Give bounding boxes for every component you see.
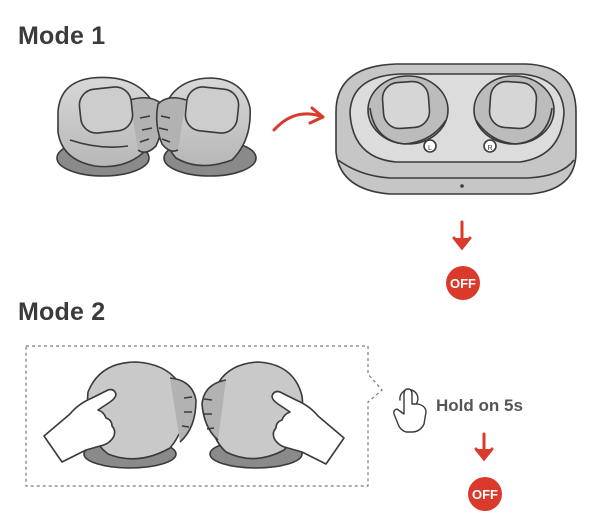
hand-pointing-icon [43, 388, 117, 463]
charging-case-icon [335, 63, 577, 195]
curved-arrow-icon [272, 106, 325, 132]
earbud-right-icon [155, 77, 257, 177]
touch-finger-icon [393, 388, 427, 433]
case-right-mark: R [487, 145, 492, 152]
hand-pointing-icon [271, 390, 345, 465]
off-badge-mode-1: OFF [446, 266, 480, 300]
case-left-mark: L [428, 145, 432, 152]
off-badge-mode-2: OFF [468, 477, 502, 511]
down-arrow-icon [452, 220, 472, 251]
down-arrow-icon [474, 432, 494, 462]
earbud-left-icon [56, 76, 164, 177]
mode-2-title: Mode 2 [18, 298, 106, 326]
mode-1-title: Mode 1 [18, 22, 106, 50]
hold-instruction: Hold on 5s [436, 396, 523, 415]
